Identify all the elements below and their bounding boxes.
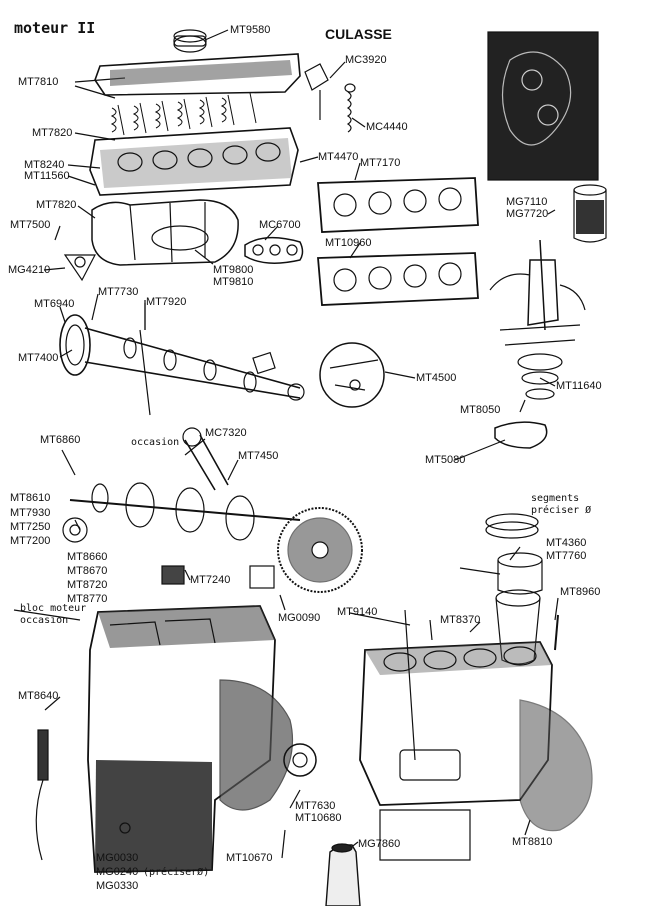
part-label: MC6700: [259, 219, 301, 231]
section-culasse: CULASSE: [325, 26, 392, 42]
part-label: MT10670: [226, 852, 273, 864]
part-label: MG7720: [506, 208, 549, 220]
note-occasion: occasion: [131, 437, 180, 448]
part-label: MG7860: [358, 838, 401, 850]
part-label: MT4360: [546, 537, 587, 549]
part-label: MG0330: [96, 880, 139, 892]
part-label: MG0030: [96, 852, 139, 864]
part-label: MC4440: [366, 121, 408, 133]
part-label: MT8720: [67, 579, 108, 591]
part-label: MT7820: [36, 199, 77, 211]
part-label: MT11560: [24, 170, 70, 182]
part-label: MT7920: [146, 296, 187, 308]
part-label: MT7820: [32, 127, 73, 139]
part-label: MC3920: [345, 54, 387, 66]
part-label: MT8610: [10, 492, 51, 504]
part-label: MT8370: [440, 614, 481, 626]
page-title: moteur II: [14, 19, 96, 37]
part-label: MT6860: [40, 434, 81, 446]
part-label: MT9810: [213, 276, 254, 288]
part-label: MT7250: [10, 521, 51, 533]
note-bloc-line2: occasion: [20, 615, 69, 626]
part-label: MT11640: [556, 380, 602, 392]
note-segments-line1: segments: [531, 493, 580, 504]
part-label: MT8770: [67, 593, 108, 605]
part-label: MG0240: [96, 866, 139, 878]
part-label: MT8240: [24, 159, 65, 171]
part-label: MT8670: [67, 565, 108, 577]
part-label: MT4470: [318, 151, 359, 163]
part-label: MT7500: [10, 219, 51, 231]
part-label: MT8960: [560, 586, 601, 598]
part-label: MT7450: [238, 450, 279, 462]
part-label: MC7320: [205, 427, 247, 439]
part-label: MT7400: [18, 352, 59, 364]
part-label: MT7930: [10, 507, 51, 519]
part-label: MT9140: [337, 606, 378, 618]
part-label: MG7110: [506, 196, 548, 208]
part-label: MT7760: [546, 550, 587, 562]
part-label: MT9800: [213, 264, 254, 276]
part-label: MT7630: [295, 800, 336, 812]
part-label: MT10680: [295, 812, 342, 824]
part-label: MT8640: [18, 690, 59, 702]
part-label: MT7170: [360, 157, 401, 169]
part-label: MT8660: [67, 551, 108, 563]
part-label: MT4500: [416, 372, 457, 384]
part-label: MT7810: [18, 76, 59, 88]
part-label: MT6940: [34, 298, 75, 310]
note-bloc-line1: bloc moteur: [20, 603, 87, 614]
part-label: MT5080: [425, 454, 466, 466]
part-label: MT7240: [190, 574, 231, 586]
part-label: MT7200: [10, 535, 51, 547]
part-label: MT9580: [230, 24, 271, 36]
note-preciser: (préciserØ): [143, 867, 210, 878]
part-label: MT8810: [512, 836, 553, 848]
part-label: MT8050: [460, 404, 501, 416]
part-label: MG4210: [8, 264, 51, 276]
note-segments-line2: préciser Ø: [531, 505, 592, 516]
part-label: MG0090: [278, 612, 321, 624]
part-label: MT10960: [325, 237, 372, 249]
part-label: MT7730: [98, 286, 139, 298]
